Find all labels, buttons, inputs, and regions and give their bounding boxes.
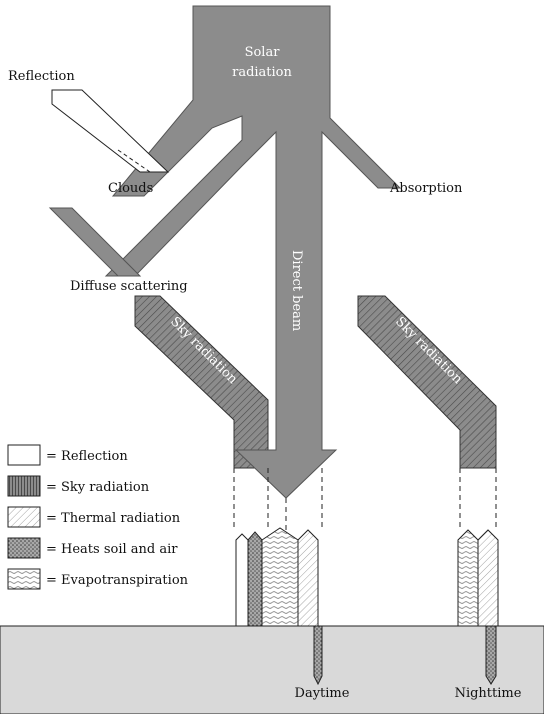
nighttime-soil-heat [485, 625, 497, 685]
legend: = Reflection = Sky radiation = Thermal r… [7, 444, 189, 590]
reflection-band [51, 89, 170, 173]
daytime-bars [235, 527, 323, 686]
legend-swatch-evapo [7, 568, 41, 590]
legend-label-evapo: = Evapotranspiration [46, 573, 189, 588]
daytime-guides [233, 468, 323, 530]
nighttime-label: Nighttime [455, 686, 522, 701]
nighttime-guides [459, 468, 497, 530]
clouds-label: Clouds [108, 181, 153, 196]
direct-beam-label: Direct beam [289, 250, 304, 331]
daytime-heat-bar [247, 531, 263, 627]
solar-radiation-beam [104, 5, 402, 499]
diffuse-scattering-label: Diffuse scattering [70, 279, 188, 294]
nighttime-evapo-bar [457, 529, 479, 627]
sky-radiation-right-band [357, 295, 497, 469]
diffuse-branch [48, 207, 142, 277]
reflection-label: Reflection [8, 69, 75, 84]
legend-label-reflection: = Reflection [46, 449, 128, 464]
legend-swatch-reflection [7, 444, 41, 466]
solar-label-1: Solar [245, 45, 281, 60]
legend-swatch-thermal [7, 506, 41, 528]
nighttime-thermal-bar [477, 529, 499, 627]
daytime-evapo-bar [261, 527, 299, 627]
daytime-label: Daytime [295, 686, 350, 701]
legend-label-heat: = Heats soil and air [46, 542, 178, 557]
solar-label-2: radiation [232, 65, 292, 80]
legend-swatch-sky [7, 475, 41, 497]
legend-label-sky: = Sky radiation [46, 480, 150, 495]
legend-swatch-heat [7, 537, 41, 559]
daytime-soil-heat [313, 625, 323, 686]
sky-radiation-left-band [134, 295, 269, 469]
legend-label-thermal: = Thermal radiation [46, 511, 181, 526]
daytime-thermal-bar [297, 529, 319, 627]
absorption-label: Absorption [389, 181, 463, 196]
daytime-reflection-bar [235, 533, 249, 627]
nighttime-bars [457, 529, 499, 685]
